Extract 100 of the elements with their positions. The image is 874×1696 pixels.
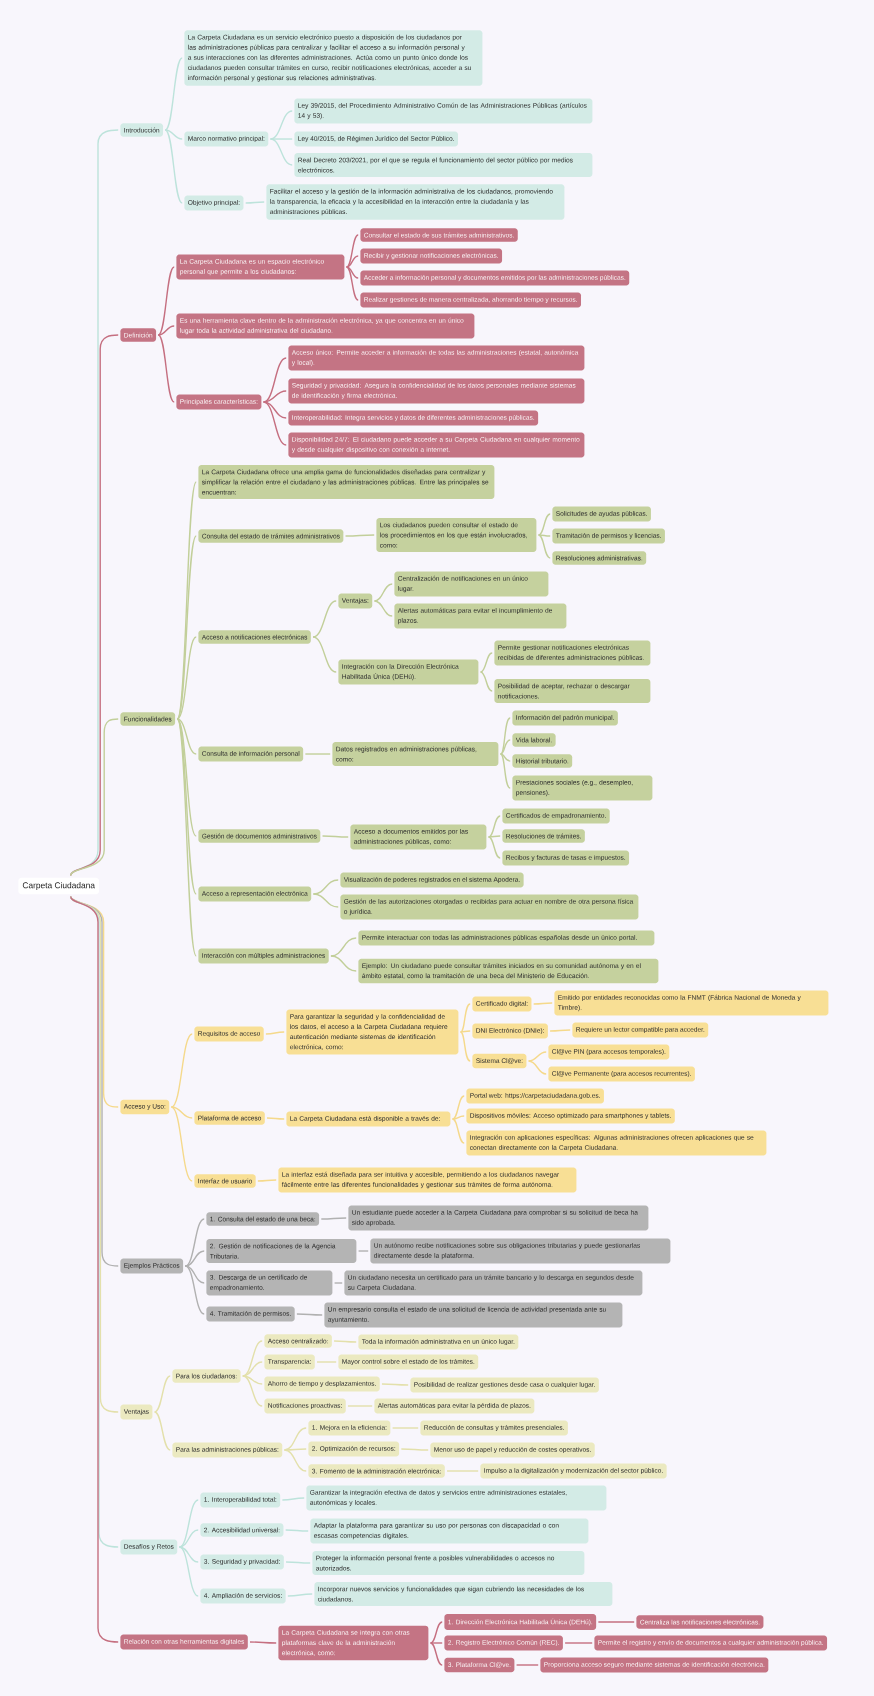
connector-line xyxy=(184,1250,205,1267)
connector-line xyxy=(170,1033,193,1108)
connector-line xyxy=(283,1427,307,1451)
connector-line xyxy=(262,357,287,403)
connector-line xyxy=(451,1118,465,1144)
connector-line xyxy=(429,1642,443,1666)
connector-line xyxy=(479,671,493,692)
connector-line xyxy=(178,1546,199,1597)
connector-line xyxy=(176,718,197,895)
connector-line xyxy=(176,718,197,837)
connector-line xyxy=(345,266,359,279)
connector-line xyxy=(487,835,501,838)
connector-line xyxy=(345,255,359,268)
connector-line xyxy=(330,937,357,957)
connector-line xyxy=(499,717,511,755)
connector-line xyxy=(178,1529,199,1548)
connector-line xyxy=(296,1313,323,1316)
connector-line xyxy=(269,110,293,140)
connector-line xyxy=(176,718,197,957)
connector-line xyxy=(312,600,337,638)
connector-line xyxy=(269,138,293,166)
connector-line xyxy=(333,1282,343,1284)
connector-line xyxy=(281,1497,305,1501)
connector-line xyxy=(184,1265,205,1315)
connector-line xyxy=(345,266,359,301)
connector-line xyxy=(564,1642,593,1644)
connector-line xyxy=(70,129,119,877)
connector-line xyxy=(178,1499,199,1548)
connector-line xyxy=(527,1051,547,1062)
connector-line xyxy=(242,1340,263,1377)
connector-line xyxy=(312,893,339,908)
connector-line xyxy=(176,718,197,755)
connector-line xyxy=(320,1217,347,1220)
connector-line xyxy=(304,753,331,755)
connector-line xyxy=(499,739,511,755)
connector-line xyxy=(459,1031,471,1062)
connector-line xyxy=(344,534,375,537)
connector-line xyxy=(479,652,493,673)
connector-line xyxy=(157,266,175,336)
connector-line xyxy=(537,534,551,537)
connector-line xyxy=(347,1405,373,1407)
connector-line xyxy=(285,1561,311,1564)
connector-line xyxy=(283,1449,307,1472)
connector-line xyxy=(312,636,337,673)
connector-line xyxy=(499,753,511,762)
connector-line xyxy=(515,1664,539,1666)
connector-line xyxy=(537,534,551,559)
connector-line xyxy=(164,129,183,204)
connector-line xyxy=(312,879,339,895)
connector-line xyxy=(262,401,287,446)
connector-line xyxy=(170,1106,193,1119)
connector-line xyxy=(70,718,119,877)
connector-line xyxy=(244,201,265,204)
connector-line xyxy=(321,835,349,838)
connector-line xyxy=(373,600,393,617)
connector-line xyxy=(176,535,197,720)
connector-line xyxy=(287,1593,313,1597)
connector-line xyxy=(446,1470,479,1472)
connector-line xyxy=(549,1029,571,1032)
connector-line xyxy=(184,1265,205,1284)
connector-line xyxy=(242,1375,263,1407)
connector-line xyxy=(357,1250,369,1252)
connector-line xyxy=(265,1031,285,1035)
connector-line xyxy=(70,334,119,877)
connector-line xyxy=(262,401,287,419)
connector-line xyxy=(176,636,197,720)
connector-line xyxy=(157,334,175,403)
connector-line xyxy=(527,1060,547,1075)
connector-line xyxy=(537,513,551,536)
connector-line xyxy=(499,753,511,789)
connector-line xyxy=(381,1383,409,1386)
connector-line xyxy=(153,1375,171,1413)
connector-line xyxy=(459,1003,471,1033)
connector-line xyxy=(459,1030,471,1033)
connector-line xyxy=(266,1117,285,1120)
connector-line xyxy=(345,234,359,268)
connector-line xyxy=(164,129,183,140)
connector-line xyxy=(184,1218,205,1267)
connector-line xyxy=(429,1621,443,1644)
connector-line xyxy=(257,1179,277,1182)
connector-line xyxy=(400,1448,429,1451)
connector-line xyxy=(249,1641,277,1644)
connector-line xyxy=(451,1095,465,1120)
connector-line xyxy=(283,1448,307,1451)
connector-line xyxy=(178,1546,199,1563)
connector-line xyxy=(269,138,293,140)
connector-line xyxy=(70,895,119,1108)
connector-line xyxy=(157,325,175,336)
connector-line xyxy=(176,481,197,720)
connector-line xyxy=(487,836,501,859)
connector-line xyxy=(487,815,501,838)
connector-line xyxy=(153,1411,171,1451)
connector-line xyxy=(164,57,183,131)
connector-line xyxy=(316,1361,337,1363)
connector-line xyxy=(429,1642,443,1644)
connector-line xyxy=(597,1621,635,1623)
connector-line xyxy=(262,390,287,403)
connector-line xyxy=(333,1340,357,1343)
connector-line xyxy=(242,1375,263,1385)
connector-line xyxy=(284,1529,309,1532)
